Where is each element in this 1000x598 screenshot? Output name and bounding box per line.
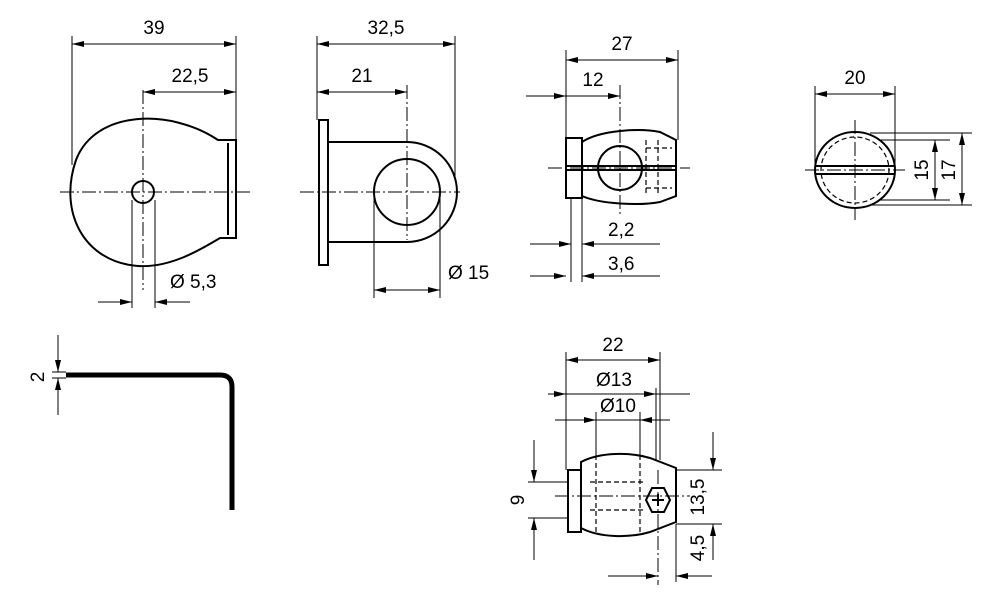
top-offset-label: 12 xyxy=(582,70,603,91)
clamp-height-label: 9 xyxy=(508,495,529,506)
side-bore-label: Ø 15 xyxy=(448,263,489,284)
end-view: 20 15 17 xyxy=(805,68,972,220)
front-width-label: 39 xyxy=(143,18,164,39)
top-width-label: 27 xyxy=(611,34,632,55)
end-width-label: 20 xyxy=(844,68,865,89)
clamp-width-label: 22 xyxy=(602,335,623,356)
side-width-label: 32,5 xyxy=(368,18,405,39)
bracket-profile-view: 2 xyxy=(28,335,235,510)
clamp-inner-dia-label: Ø10 xyxy=(600,396,636,417)
clamp-detail-view: 22 Ø13 Ø10 9 13,5 4,5 xyxy=(508,335,722,585)
top-view: 27 12 2,2 3,6 xyxy=(526,34,690,282)
bracket-thickness-label: 2 xyxy=(28,372,49,383)
front-offset-label: 22,5 xyxy=(172,66,209,87)
top-plate-b-label: 3,6 xyxy=(608,254,634,275)
end-inner-label: 15 xyxy=(912,159,933,180)
end-outer-label: 17 xyxy=(939,159,960,180)
side-view: 32,5 21 Ø 15 xyxy=(300,18,489,298)
front-hole-label: Ø 5,3 xyxy=(170,272,216,293)
side-offset-label: 21 xyxy=(351,66,372,87)
clamp-depth-label: 13,5 xyxy=(688,479,709,516)
front-view: 39 22,5 Ø 5,3 xyxy=(60,18,250,308)
clamp-outer-dia-label: Ø13 xyxy=(596,370,632,391)
clamp-screw-label: 4,5 xyxy=(688,535,709,561)
top-plate-a-label: 2,2 xyxy=(608,220,634,241)
